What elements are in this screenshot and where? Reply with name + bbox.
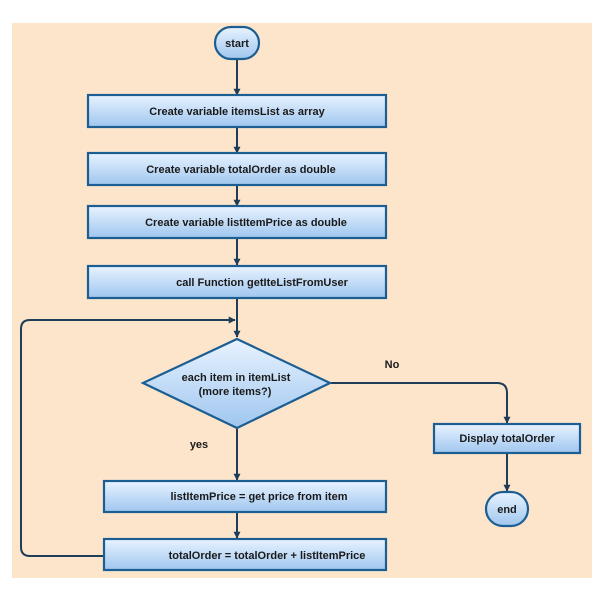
node-end: end — [484, 490, 530, 528]
node-update-total-label: totalOrder = totalOrder + listItemPrice — [169, 550, 366, 562]
node-get-price: listItemPrice = get price from item — [102, 479, 388, 514]
node-create-items-list: Create variable itemsList as array — [86, 93, 388, 129]
edge-loop-back — [20, 316, 236, 557]
edge-label-yes: yes — [190, 439, 208, 451]
node-create-list-item-price: Create variable listItemPrice as double — [86, 204, 388, 240]
node-call-function-label: call Function getIteListFromUser — [176, 277, 348, 289]
node-display-total-label: Display totalOrder — [459, 433, 555, 445]
node-decision: each item in itemList (more items?) — [140, 337, 333, 430]
node-create-total-order: Create variable totalOrder as double — [86, 151, 388, 187]
node-start-label: start — [225, 38, 249, 50]
node-decision-label-line2: (more items?) — [199, 386, 272, 398]
node-create-total-order-label: Create variable totalOrder as double — [146, 164, 336, 176]
edge-decision-to-display — [330, 382, 511, 424]
node-update-total: totalOrder = totalOrder + listItemPrice — [102, 537, 388, 572]
node-get-price-label: listItemPrice = get price from item — [171, 491, 348, 503]
node-create-list-item-price-label: Create variable listItemPrice as double — [145, 217, 347, 229]
edge-label-no: No — [385, 359, 400, 371]
node-display-total: Display totalOrder — [432, 422, 582, 455]
node-create-items-list-label: Create variable itemsList as array — [149, 106, 325, 118]
edges — [20, 59, 511, 557]
node-start: start — [213, 25, 261, 61]
node-end-label: end — [497, 504, 517, 516]
node-decision-label-line1: each item in itemList — [182, 372, 291, 384]
node-call-function: call Function getIteListFromUser — [86, 264, 388, 300]
